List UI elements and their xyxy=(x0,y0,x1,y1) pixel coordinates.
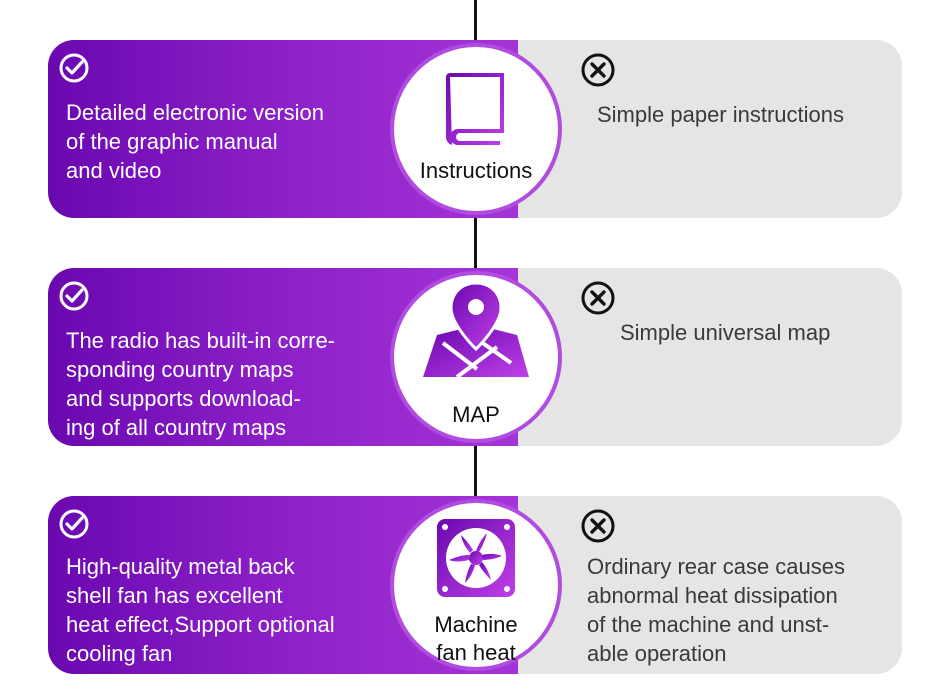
pro-text: High-quality metal back shell fan has ex… xyxy=(66,554,335,666)
x-circle-icon xyxy=(581,53,615,87)
check-circle-icon xyxy=(59,509,89,539)
pro-text: The radio has built-in corre- sponding c… xyxy=(66,328,336,440)
map-pin-icon xyxy=(423,281,529,379)
category-label: Instructions xyxy=(419,158,533,183)
comparison-row-fan: High-quality metal back shell fan has ex… xyxy=(0,496,950,676)
category-circle: MAP xyxy=(390,271,562,443)
category-label: MAP xyxy=(452,402,500,427)
pro-text: Detailed electronic version of the graph… xyxy=(66,100,325,183)
category-label: Machine fan heat xyxy=(434,612,518,665)
connector-line-middle-2 xyxy=(474,446,477,496)
check-circle-icon xyxy=(59,53,89,83)
x-circle-icon xyxy=(581,509,615,543)
comparison-row-map: The radio has built-in corre- sponding c… xyxy=(0,268,950,448)
connector-line-top xyxy=(474,0,477,40)
check-circle-icon xyxy=(59,281,89,311)
con-text: Ordinary rear case causes abnormal heat … xyxy=(587,554,845,666)
con-text: Simple universal map xyxy=(620,320,831,345)
x-circle-icon xyxy=(581,281,615,315)
book-icon xyxy=(445,73,504,145)
connector-line-middle-1 xyxy=(474,218,477,268)
con-text: Simple paper instructions xyxy=(597,102,845,127)
fan-icon xyxy=(437,519,515,597)
comparison-row-instructions: Detailed electronic version of the graph… xyxy=(0,40,950,220)
category-circle: Machine fan heat xyxy=(390,499,562,671)
category-circle: Instructions xyxy=(390,43,562,215)
